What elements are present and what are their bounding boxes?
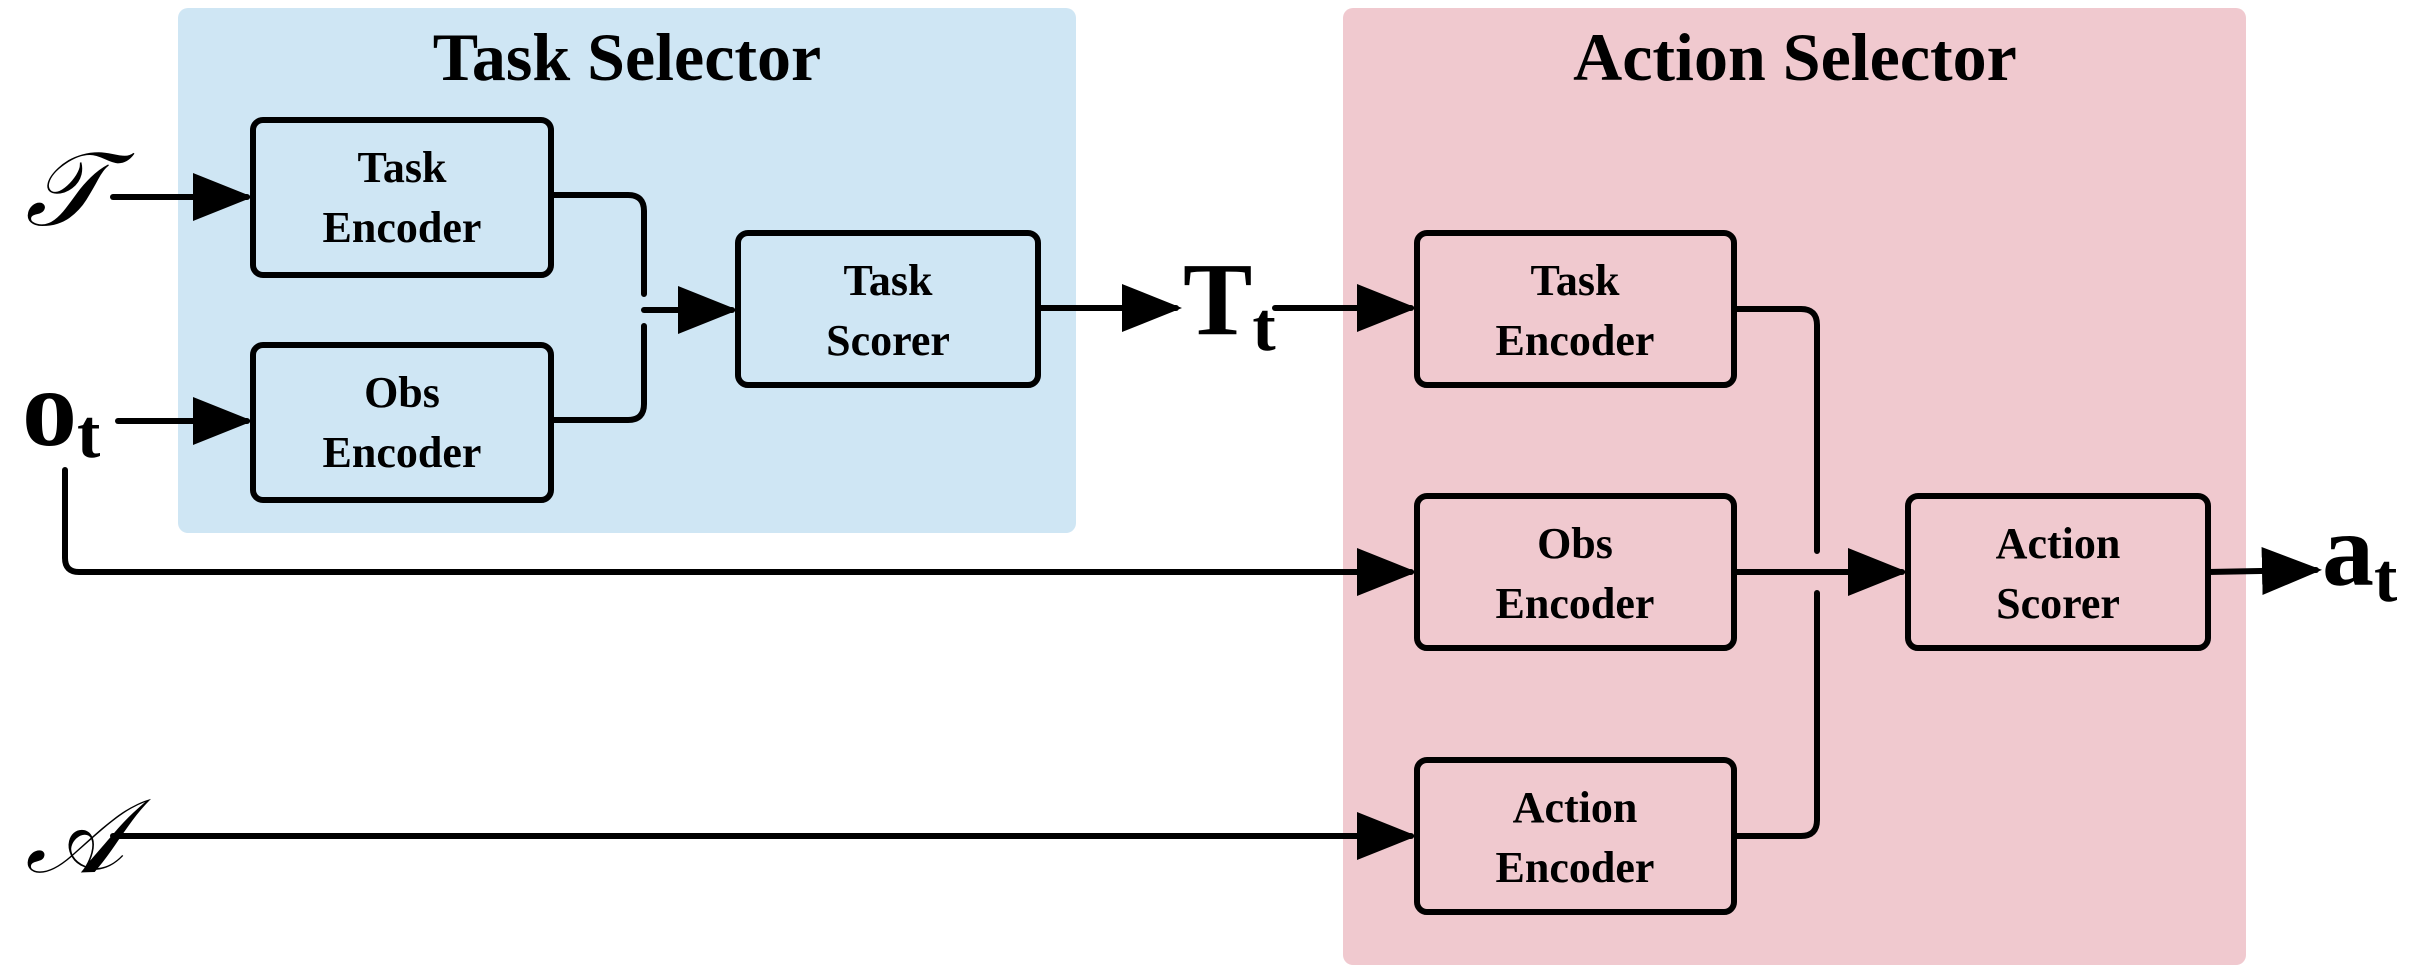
wire-task-encoder-to-merge-2 (1731, 306, 1820, 554)
task-selector-obs-encoder-box: Obs Encoder (250, 342, 554, 503)
task-selector-obs-encoder-line2: Encoder (323, 428, 482, 477)
action-selector-task-encoder-line2: Encoder (1496, 316, 1655, 365)
task-selector-title: Task Selector (433, 19, 821, 95)
task-set-symbol: 𝒯 (25, 128, 135, 250)
selected-task-symbol: Tt (1183, 242, 1276, 366)
action-selector-panel (1343, 8, 2246, 965)
action-scorer-line2: Scorer (1996, 579, 2120, 628)
task-selector-task-encoder-line2: Encoder (323, 203, 482, 252)
task-scorer-line2: Scorer (826, 316, 950, 365)
action-selector-obs-encoder-box: Obs Encoder (1414, 493, 1737, 651)
action-scorer-box: Action Scorer (1905, 493, 2211, 651)
action-encoder-line1: Action (1513, 783, 1638, 832)
task-scorer-box: Task Scorer (735, 230, 1041, 388)
action-encoder-line2: Encoder (1496, 843, 1655, 892)
wire-task-encoder-to-merge (548, 192, 647, 297)
wire-action-encoder-to-merge (1731, 590, 1820, 839)
action-selector-obs-encoder-line2: Encoder (1496, 579, 1655, 628)
action-scorer-line1: Action (1996, 519, 2121, 568)
connector-arrows (62, 173, 2322, 860)
observation-symbol: ot (22, 347, 100, 473)
action-selector-task-encoder-line1: Task (1531, 256, 1620, 305)
task-scorer-line1: Task (844, 256, 933, 305)
task-selector-panel (178, 8, 1076, 533)
action-selector-obs-encoder-line1: Obs (1537, 519, 1613, 568)
action-output-symbol: at (2322, 493, 2397, 617)
wire-obs-encoder-to-merge (548, 323, 647, 423)
arrow-action-scorer-to-output (2205, 547, 2322, 595)
task-selector-obs-encoder-line1: Obs (364, 368, 440, 417)
action-selector-title: Action Selector (1573, 19, 2017, 95)
arrow-obs-to-action-selector-obs-encoder (62, 467, 1417, 596)
task-selector-task-encoder-line1: Task (358, 143, 447, 192)
